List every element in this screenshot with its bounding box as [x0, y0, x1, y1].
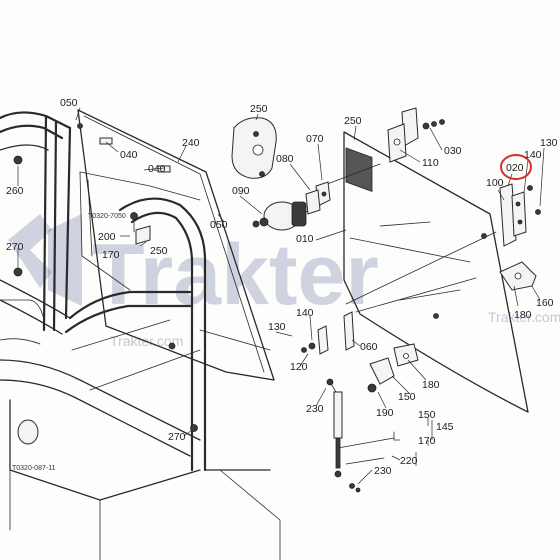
part-label-180[interactable]: 180: [514, 309, 532, 321]
part-label-140[interactable]: 140: [524, 149, 542, 161]
part-label-130[interactable]: 130: [540, 137, 558, 149]
lower-bracket-060: [301, 311, 355, 355]
part-label-260[interactable]: 260: [6, 185, 24, 197]
part-label-040[interactable]: 040: [148, 163, 166, 175]
part-label-250[interactable]: 250: [250, 103, 268, 115]
watermark-logo-icon: [8, 214, 82, 306]
part-label-180[interactable]: 180: [422, 379, 440, 391]
part-label-270[interactable]: 270: [6, 241, 24, 253]
glass-fastener: [433, 313, 439, 319]
hinge-bracket-lower: [157, 165, 171, 173]
part-label-080[interactable]: 080: [276, 153, 294, 165]
part-label-050[interactable]: 050: [60, 97, 78, 109]
part-label-020[interactable]: 020: [506, 162, 524, 174]
cab-frame: [0, 111, 281, 560]
right-hinge-assembly: [499, 183, 541, 247]
part-label-170[interactable]: 170: [418, 435, 436, 447]
part-label-220[interactable]: 220: [400, 455, 418, 467]
part-label-040[interactable]: 040: [120, 149, 138, 161]
part-label-100[interactable]: 100: [486, 177, 504, 189]
part-label-150[interactable]: 150: [418, 409, 436, 421]
round-fitting: [17, 419, 39, 445]
part-label-090[interactable]: 090: [232, 185, 250, 197]
group-bracket: [415, 420, 433, 466]
left-small-parts: [13, 123, 198, 432]
part-label-200[interactable]: 200: [98, 231, 116, 243]
rear-window-frame: [77, 109, 275, 381]
bracket-180: [393, 343, 419, 367]
part-label-170[interactable]: 170: [102, 249, 120, 261]
part-label-150[interactable]: 150: [398, 391, 416, 403]
glass-hinge-plate: [345, 147, 373, 192]
door-glass-010: [343, 131, 529, 413]
watermark-brand: Trakter: [92, 227, 379, 323]
part-label-010[interactable]: 010: [296, 233, 314, 245]
highlight-circle: [500, 154, 532, 180]
reference-code-bottom: T0320-087-11: [12, 465, 56, 472]
glass-fastener: [481, 233, 487, 239]
gas-strut-rod: [333, 391, 401, 493]
hinge-bracket-upper: [99, 137, 113, 145]
part-label-160[interactable]: 160: [536, 297, 554, 309]
upper-hinge-assembly: [321, 107, 445, 187]
part-label-060[interactable]: 060: [360, 341, 378, 353]
part-label-250[interactable]: 250: [344, 115, 362, 127]
part-label-140[interactable]: 140: [296, 307, 314, 319]
part-label-230[interactable]: 230: [374, 465, 392, 477]
part-label-270[interactable]: 270: [168, 431, 186, 443]
part-label-070[interactable]: 070: [306, 133, 324, 145]
part-label-145[interactable]: 145: [436, 421, 454, 433]
part-label-130[interactable]: 130: [268, 321, 286, 333]
wiper-motor-090: [259, 201, 321, 231]
watermark-domain-right: Trakter.com: [488, 309, 560, 325]
part-label-230[interactable]: 230: [306, 403, 324, 415]
part-labels: 050 040 040 240 250 070 080 250 030 110 …: [6, 97, 558, 477]
reference-code-top: T0320-7050: [88, 213, 126, 220]
part-label-050[interactable]: 050: [210, 219, 228, 231]
cover-250: [231, 117, 277, 179]
bracket-070-080: [305, 181, 331, 215]
gas-strut-150: [326, 357, 395, 393]
part-label-120[interactable]: 120: [290, 361, 308, 373]
part-label-190[interactable]: 190: [376, 407, 394, 419]
part-label-250[interactable]: 250: [150, 245, 168, 257]
latch-160: [499, 261, 537, 291]
part-label-030[interactable]: 030: [444, 145, 462, 157]
part-label-110[interactable]: 110: [422, 157, 439, 169]
part-label-240[interactable]: 240: [182, 137, 200, 149]
fastener: [252, 220, 260, 228]
